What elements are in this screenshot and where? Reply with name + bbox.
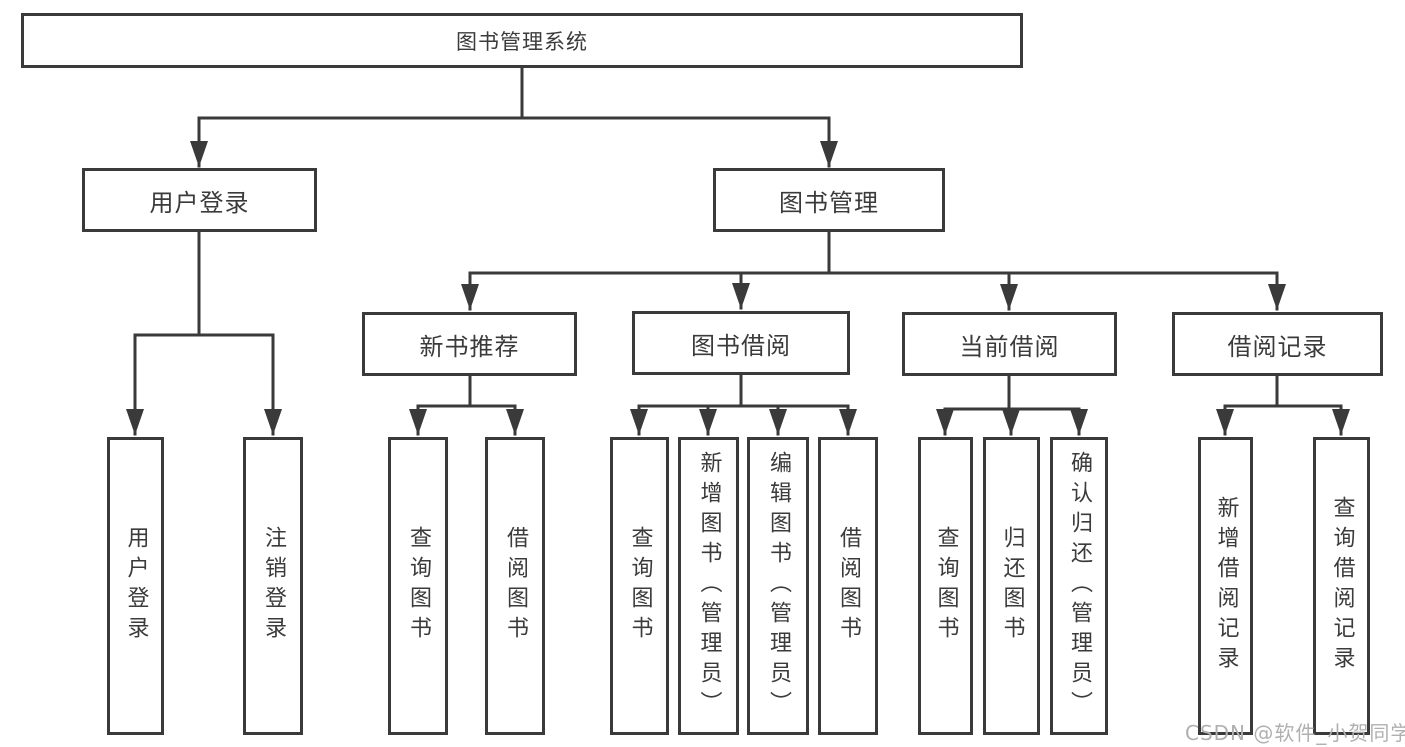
node-label: 借阅图书	[503, 526, 528, 646]
node-label: 编辑图书（管理员）	[766, 451, 791, 721]
node-current-borrow: 当前借阅	[902, 312, 1117, 376]
node-label: 查询图书	[627, 526, 653, 646]
node-book-borrow: 图书借阅	[632, 311, 850, 375]
node-label: 借阅记录	[1227, 332, 1328, 361]
node-new-book-recommend: 新书推荐	[362, 312, 577, 376]
node-borrow-records: 借阅记录	[1172, 312, 1383, 376]
node-book-management: 图书管理	[713, 168, 945, 232]
leaf-query-book-borrow: 查询图书	[610, 437, 669, 735]
leaf-logout: 注销登录	[243, 437, 303, 735]
node-label: 当前借阅	[959, 332, 1060, 361]
leaf-confirm-return-admin: 确认归还（管理员）	[1050, 437, 1108, 735]
watermark: CSDN @软件_小贺同学	[1185, 721, 1405, 745]
node-label: 用户登录	[149, 188, 250, 217]
leaf-add-borrow-record: 新增借阅记录	[1198, 437, 1253, 735]
node-label: 注销登录	[261, 526, 286, 646]
node-label: 新增图书（管理员）	[696, 451, 722, 721]
leaf-edit-book-admin: 编辑图书（管理员）	[747, 437, 809, 735]
node-label: 查询图书	[933, 526, 959, 646]
leaf-query-book-recommend: 查询图书	[388, 437, 448, 735]
node-label: 用户登录	[123, 526, 149, 646]
node-label: 查询借阅记录	[1329, 496, 1355, 676]
node-label: 新书推荐	[419, 332, 520, 361]
node-label: 确认归还（管理员）	[1067, 451, 1092, 721]
leaf-query-borrow-record: 查询借阅记录	[1313, 437, 1370, 735]
node-label: 借阅图书	[836, 526, 861, 646]
node-label: 图书管理系统	[456, 29, 588, 54]
node-label: 查询图书	[406, 526, 431, 646]
leaf-borrow-book-recommend: 借阅图书	[485, 437, 545, 735]
node-user-login: 用户登录	[82, 168, 317, 232]
node-label: 图书管理	[779, 188, 879, 217]
leaf-user-login: 用户登录	[107, 437, 164, 735]
leaf-return-book: 归还图书	[983, 437, 1040, 735]
leaf-query-book-current: 查询图书	[918, 437, 973, 735]
node-label: 图书借阅	[691, 331, 791, 360]
node-label: 新增借阅记录	[1213, 496, 1239, 676]
leaf-borrow-book: 借阅图书	[818, 437, 878, 735]
node-library-management-system: 图书管理系统	[21, 13, 1023, 68]
leaf-add-book-admin: 新增图书（管理员）	[678, 437, 739, 735]
node-label: 归还图书	[999, 526, 1025, 646]
